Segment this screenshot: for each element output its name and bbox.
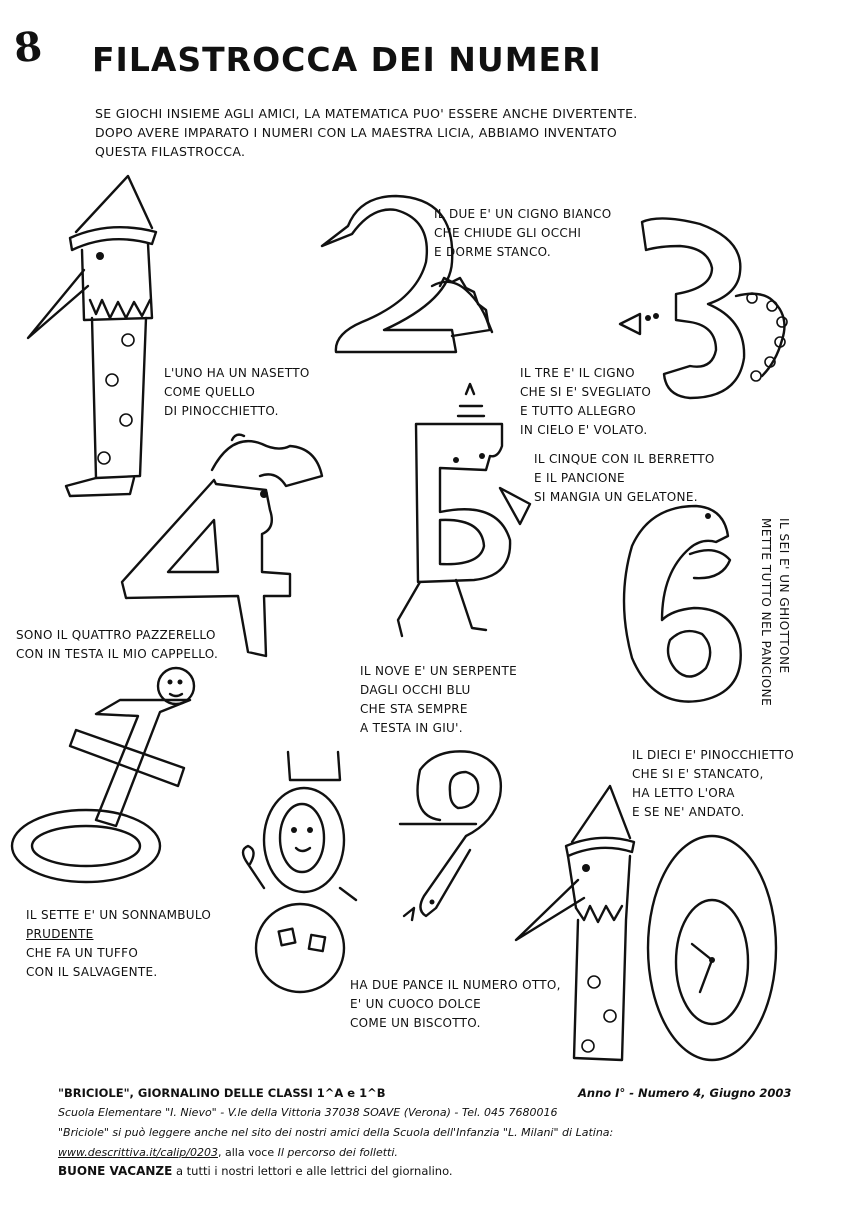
footer-site-section: Il percorso dei folletti. — [277, 1146, 398, 1159]
number-two-swan-drawing — [320, 194, 494, 354]
footer-site-ref: www.descrittiva.it/calip/0203, alla voce… — [58, 1146, 398, 1159]
verse-dieci: IL DIECI E' PINOCCHIETTO CHE SI E' STANC… — [632, 746, 794, 822]
verse-line: CON IL SALVAGENTE. — [26, 965, 158, 979]
number-eight-drawing — [241, 750, 358, 994]
number-four-drawing — [120, 433, 324, 658]
verse-otto: HA DUE PANCE IL NUMERO OTTO, E' UN CUOCO… — [350, 976, 561, 1033]
footer-site-link[interactable]: www.descrittiva.it/calip/0203 — [58, 1146, 218, 1159]
verse-line: IL TRE E' IL CIGNO — [520, 366, 635, 380]
footer-greeting-bold: BUONE VACANZE — [58, 1164, 173, 1178]
verse-line: IL SEI E' UN GHIOTTONE — [777, 518, 791, 674]
verse-line: E' UN CUOCO DOLCE — [350, 997, 481, 1011]
verse-tre: IL TRE E' IL CIGNO CHE SI E' SVEGLIATO E… — [520, 364, 651, 440]
verse-line: CHE SI E' SVEGLIATO — [520, 385, 652, 399]
verse-line: COME UN BISCOTTO. — [350, 1016, 481, 1030]
verse-line: SONO IL QUATTRO PAZZERELLO — [16, 628, 216, 642]
verse-line: HA LETTO L'ORA — [632, 786, 735, 800]
verse-line: DI PINOCCHIETTO. — [164, 404, 279, 418]
verse-line: A TESTA IN GIU'. — [360, 721, 463, 735]
verse-line: PRUDENTE — [26, 927, 94, 941]
number-three-bird-drawing — [618, 217, 788, 400]
page-title: FILASTROCCA DEI NUMERI — [92, 40, 602, 79]
intro-line: QUESTA FILASTROCCA. — [95, 144, 246, 159]
footer-greeting-rest: a tutti i nostri lettori e alle lettrici… — [172, 1164, 453, 1178]
intro-line: DOPO AVERE IMPARATO I NUMERI CON LA MAES… — [95, 125, 617, 140]
footer-school: Scuola Elementare "I. Nievo" - V.le dell… — [58, 1106, 558, 1119]
footer-paper-name: "BRICIOLE", GIORNALINO DELLE CLASSI 1^A … — [58, 1086, 386, 1100]
verse-cinque: IL CINQUE CON IL BERRETTO E IL PANCIONE … — [534, 450, 715, 507]
intro-text: SE GIOCHI INSIEME AGLI AMICI, LA MATEMAT… — [95, 104, 638, 161]
number-five-drawing — [396, 382, 532, 638]
intro-line: SE GIOCHI INSIEME AGLI AMICI, LA MATEMAT… — [95, 106, 638, 121]
verse-sei: IL SEI E' UN GHIOTTONE METTE TUTTO NEL P… — [755, 518, 795, 708]
verse-line: CON IN TESTA IL MIO CAPPELLO. — [16, 647, 219, 661]
verse-nove: IL NOVE E' UN SERPENTE DAGLI OCCHI BLU C… — [360, 662, 517, 738]
verse-line: IL DIECI E' PINOCCHIETTO — [632, 748, 795, 762]
verse-line: L'UNO HA UN NASETTO — [164, 366, 310, 380]
verse-uno: L'UNO HA UN NASETTO COME QUELLO DI PINOC… — [164, 364, 310, 421]
verse-line: CHE CHIUDE GLI OCCHI — [434, 226, 582, 240]
verse-line: E DORME STANCO. — [434, 245, 552, 259]
verse-line: METTE TUTTO NEL PANCIONE — [759, 518, 773, 707]
verse-line: CHE STA SEMPRE — [360, 702, 468, 716]
verse-line: IL SETTE E' UN SONNAMBULO — [26, 908, 212, 922]
verse-line: IL DUE E' UN CIGNO BIANCO — [434, 207, 612, 221]
verse-line: COME QUELLO — [164, 385, 256, 399]
verse-line: E IL PANCIONE — [534, 471, 625, 485]
verse-sette: IL SETTE E' UN SONNAMBULO PRUDENTE CHE F… — [26, 906, 211, 982]
number-seven-drawing — [10, 666, 196, 884]
verse-line: E SE NE' ANDATO. — [632, 805, 745, 819]
number-nine-drawing — [398, 750, 503, 922]
footer-issue: Anno I° - Numero 4, Giugno 2003 — [578, 1086, 792, 1100]
verse-line: HA DUE PANCE IL NUMERO OTTO, — [350, 978, 561, 992]
verse-line: SI MANGIA UN GELATONE. — [534, 490, 698, 504]
verse-quattro: SONO IL QUATTRO PAZZERELLO CON IN TESTA … — [16, 626, 218, 664]
verse-due: IL DUE E' UN CIGNO BIANCO CHE CHIUDE GLI… — [434, 205, 611, 262]
number-ten-drawing — [514, 784, 778, 1062]
verse-line: DAGLI OCCHI BLU — [360, 683, 471, 697]
verse-line: IN CIELO E' VOLATO. — [520, 423, 648, 437]
number-one-pinocchio-drawing — [26, 174, 158, 498]
footer-site-line: "Briciole" si può leggere anche nel sito… — [58, 1126, 614, 1139]
verse-line: IL CINQUE CON IL BERRETTO — [534, 452, 715, 466]
footer-site-tail: , alla voce — [217, 1146, 278, 1159]
verse-line: E TUTTO ALLEGRO — [520, 404, 636, 418]
verse-line: CHE FA UN TUFFO — [26, 946, 139, 960]
footer-greeting: BUONE VACANZE a tutti i nostri lettori e… — [58, 1164, 453, 1178]
number-six-drawing — [622, 504, 742, 703]
verse-line: CHE SI E' STANCATO, — [632, 767, 764, 781]
verse-line: IL NOVE E' UN SERPENTE — [360, 664, 517, 678]
